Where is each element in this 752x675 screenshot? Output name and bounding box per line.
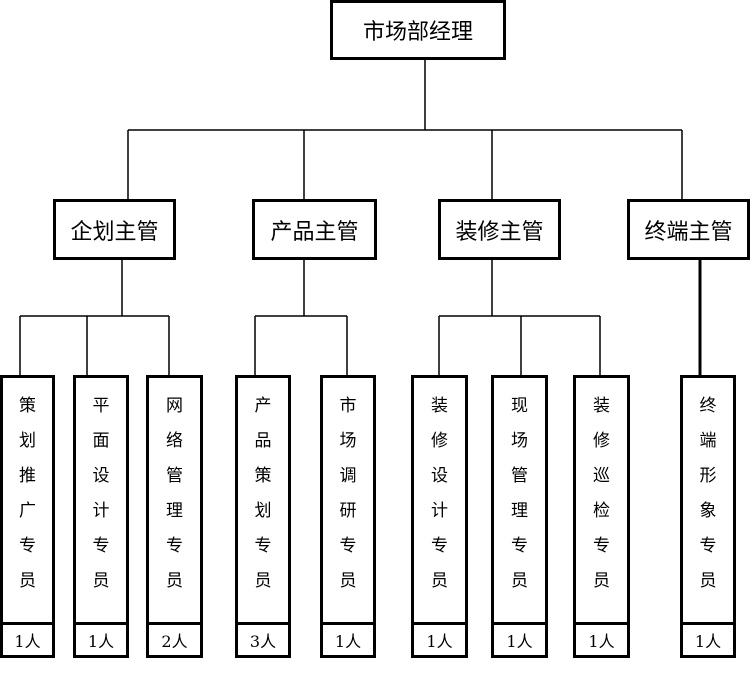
root-box: 市场部经理 — [330, 0, 506, 60]
specialist-name-char: 专 — [254, 536, 272, 556]
specialist-box: 市场调研专员 1人 — [320, 375, 376, 658]
specialist-name-char: 修 — [593, 431, 610, 451]
specialist-count: 1人 — [426, 632, 453, 651]
specialist-name-char: 端 — [699, 431, 717, 451]
specialist-name-char: 终 — [699, 396, 717, 416]
specialist-name: 产品策划专员 — [238, 378, 288, 625]
specialist-name-char: 员 — [699, 571, 717, 591]
specialist-name-char: 市 — [339, 396, 357, 416]
specialist-name-char: 场 — [511, 431, 528, 451]
specialist-box: 终端形象专员 1人 — [680, 375, 736, 658]
specialist-name-char: 计 — [431, 501, 448, 521]
specialist-box: 装修巡检专员 1人 — [573, 375, 630, 658]
supervisor-box: 企划主管 — [53, 199, 176, 260]
specialist-name-char: 产 — [254, 396, 272, 416]
specialist-name-char: 员 — [431, 571, 448, 591]
specialist-name-char: 修 — [431, 431, 448, 451]
specialist-box: 产品策划专员 3人 — [235, 375, 291, 658]
specialist-name-char: 专 — [339, 536, 357, 556]
specialist-name: 装修设计专员 — [414, 378, 465, 625]
specialist-count: 1人 — [506, 632, 533, 651]
specialist-name: 现场管理专员 — [494, 378, 545, 625]
specialist-name-char: 员 — [593, 571, 610, 591]
specialist-name-char: 专 — [166, 536, 183, 556]
specialist-name-char: 管 — [511, 466, 528, 486]
specialist-box: 网络管理专员 2人 — [146, 375, 203, 658]
specialist-name-char: 专 — [431, 536, 448, 556]
specialist-name-char: 巡 — [593, 466, 610, 486]
supervisor-label: 产品主管 — [270, 219, 359, 245]
specialist-name-char: 策 — [19, 396, 36, 416]
specialist-count: 2人 — [161, 632, 188, 651]
specialist-name-char: 设 — [92, 466, 110, 486]
specialist-name-char: 专 — [92, 536, 110, 556]
specialist-name-char: 员 — [254, 571, 272, 591]
specialist-name: 市场调研专员 — [323, 378, 373, 625]
specialist-name: 终端形象专员 — [683, 378, 733, 625]
specialist-name-char: 计 — [92, 501, 110, 521]
specialist-name-char: 面 — [92, 431, 110, 451]
specialist-count: 1人 — [87, 632, 115, 651]
specialist-count: 1人 — [334, 632, 362, 651]
specialist-count: 1人 — [588, 632, 615, 651]
specialist-name-char: 设 — [431, 466, 448, 486]
specialist-name: 装修巡检专员 — [576, 378, 627, 625]
specialist-name: 平面设计专员 — [76, 378, 126, 625]
specialist-count: 1人 — [694, 632, 722, 651]
specialist-name-char: 员 — [166, 571, 183, 591]
specialist-name-char: 调 — [339, 466, 357, 486]
specialist-name-char: 专 — [699, 536, 717, 556]
specialist-name-char: 象 — [699, 501, 717, 521]
specialist-name-char: 装 — [431, 396, 448, 416]
specialist-name-char: 专 — [19, 536, 36, 556]
specialist-name-char: 员 — [19, 571, 36, 591]
specialist-name-char: 广 — [19, 501, 36, 521]
specialist-name-char: 理 — [166, 501, 183, 521]
specialist-box: 现场管理专员 1人 — [491, 375, 548, 658]
specialist-name-char: 专 — [593, 536, 610, 556]
specialist-name-char: 形 — [699, 466, 717, 486]
specialist-name-char: 员 — [92, 571, 110, 591]
supervisor-box: 装修主管 — [438, 199, 561, 260]
specialist-box: 平面设计专员 1人 — [73, 375, 129, 658]
specialist-name-char: 现 — [511, 396, 528, 416]
specialist-name-char: 网 — [166, 396, 183, 416]
specialist-count: 1人 — [14, 632, 41, 651]
specialist-name-char: 平 — [92, 396, 110, 416]
specialist-name-char: 策 — [254, 466, 272, 486]
specialist-name-char: 员 — [511, 571, 528, 591]
specialist-name: 策划推广专员 — [3, 378, 52, 625]
specialist-name-char: 专 — [511, 536, 528, 556]
specialist-count: 3人 — [249, 632, 277, 651]
specialist-name-char: 检 — [593, 501, 610, 521]
specialist-box: 装修设计专员 1人 — [411, 375, 468, 658]
specialist-name-char: 装 — [593, 396, 610, 416]
supervisor-box: 终端主管 — [627, 199, 750, 260]
specialist-name: 网络管理专员 — [149, 378, 200, 625]
specialist-name-char: 研 — [339, 501, 357, 521]
specialist-name-char: 理 — [511, 501, 528, 521]
root-label: 市场部经理 — [362, 20, 473, 45]
specialist-name-char: 员 — [339, 571, 357, 591]
specialist-name-char: 划 — [254, 501, 272, 521]
supervisor-label: 装修主管 — [455, 219, 544, 245]
specialist-name-char: 场 — [339, 431, 357, 451]
supervisor-label: 终端主管 — [644, 219, 733, 245]
supervisor-box: 产品主管 — [252, 199, 377, 260]
specialist-box: 策划推广专员 1人 — [0, 375, 55, 658]
specialist-name-char: 络 — [166, 431, 183, 451]
specialist-name-char: 管 — [166, 466, 183, 486]
specialist-name-char: 划 — [19, 431, 36, 451]
supervisor-label: 企划主管 — [70, 219, 159, 245]
specialist-name-char: 推 — [19, 466, 36, 486]
specialist-name-char: 品 — [254, 431, 272, 451]
